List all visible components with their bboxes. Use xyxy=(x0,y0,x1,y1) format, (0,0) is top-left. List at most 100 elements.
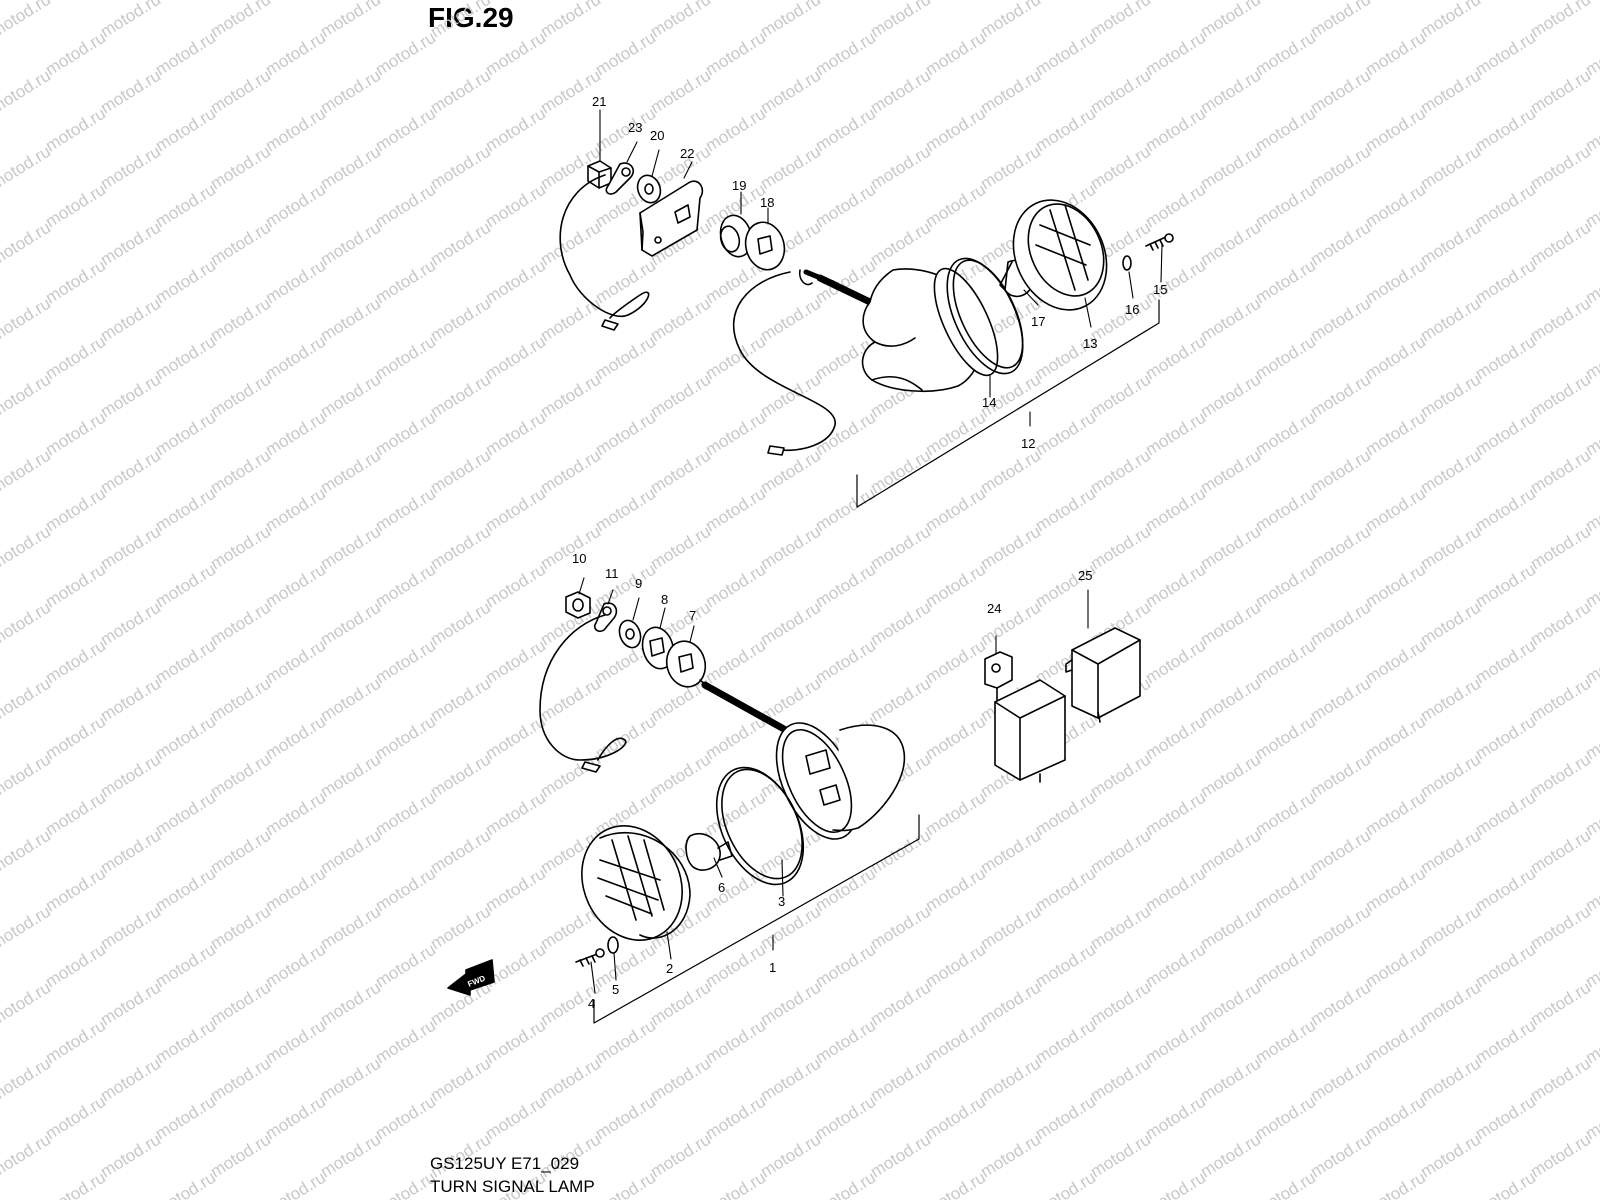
watermark-text: motod.ru xyxy=(1142,1168,1209,1200)
watermark-text: motod.ru xyxy=(1197,1130,1264,1182)
watermark-text: motod.ru xyxy=(812,560,879,612)
watermark-text: motod.ru xyxy=(152,180,219,232)
nut-10 xyxy=(565,591,591,619)
watermark-text: motod.ru xyxy=(482,104,549,156)
relay-25 xyxy=(1065,627,1141,723)
watermark-text: motod.ru xyxy=(1417,826,1484,878)
watermark-text: motod.ru xyxy=(977,978,1044,1030)
watermark-text: motod.ru xyxy=(1362,864,1429,916)
watermark-text: motod.ru xyxy=(262,712,329,764)
watermark-text: motod.ru xyxy=(537,66,604,118)
watermark-text: motod.ru xyxy=(427,0,494,41)
watermark-text: motod.ru xyxy=(647,1130,714,1182)
watermark-text: motod.ru xyxy=(1472,1016,1539,1068)
watermark-text: motod.ru xyxy=(1472,1092,1539,1144)
watermark-text: motod.ru xyxy=(0,978,54,1030)
callout-10: 10 xyxy=(572,551,586,566)
watermark-text: motod.ru xyxy=(1307,446,1374,498)
watermark-text: motod.ru xyxy=(1252,28,1319,80)
watermark-text: motod.ru xyxy=(922,180,989,232)
watermark-text: motod.ru xyxy=(0,1130,54,1182)
watermark-text: motod.ru xyxy=(757,522,824,574)
watermark-text: motod.ru xyxy=(0,674,54,726)
watermark-text: motod.ru xyxy=(702,788,769,840)
watermark-text: motod.ru xyxy=(1362,940,1429,992)
watermark-text: motod.ru xyxy=(42,864,109,916)
watermark-text: motod.ru xyxy=(1307,66,1374,118)
watermark-text: motod.ru xyxy=(592,1092,659,1144)
watermark-text: motod.ru xyxy=(317,446,384,498)
watermark-text: motod.ru xyxy=(372,332,439,384)
watermark-text: motod.ru xyxy=(427,66,494,118)
watermark-text: motod.ru xyxy=(42,408,109,460)
watermark-text: motod.ru xyxy=(702,408,769,460)
watermark-text: motod.ru xyxy=(1032,1016,1099,1068)
watermark-text: motod.ru xyxy=(317,978,384,1030)
watermark-text: motod.ru xyxy=(372,1168,439,1200)
watermark-text: motod.ru xyxy=(1087,446,1154,498)
watermark-text: motod.ru xyxy=(207,370,274,422)
bulb-6 xyxy=(685,832,733,871)
watermark-text: motod.ru xyxy=(1307,674,1374,726)
watermark-text: motod.ru xyxy=(372,788,439,840)
callout-7: 7 xyxy=(689,608,696,623)
watermark-text: motod.ru xyxy=(97,598,164,650)
watermark-text: motod.ru xyxy=(867,674,934,726)
watermark-text: motod.ru xyxy=(1032,28,1099,80)
watermark-text: motod.ru xyxy=(1417,750,1484,802)
watermark-text: motod.ru xyxy=(1142,560,1209,612)
watermark-text: motod.ru xyxy=(372,484,439,536)
watermark-text: motod.ru xyxy=(1197,446,1264,498)
watermark-text: motod.ru xyxy=(867,1054,934,1106)
watermark-text: motod.ru xyxy=(427,902,494,954)
watermark-text: motod.ru xyxy=(1472,788,1539,840)
watermark-text: motod.ru xyxy=(1417,978,1484,1030)
watermark-text: motod.ru xyxy=(757,446,824,498)
watermark-text: motod.ru xyxy=(152,332,219,384)
watermark-text: motod.ru xyxy=(42,1016,109,1068)
watermark-text: motod.ru xyxy=(427,674,494,726)
watermark-text: motod.ru xyxy=(1142,1092,1209,1144)
watermark-text: motod.ru xyxy=(482,484,549,536)
housing-lower xyxy=(699,679,906,840)
watermark-text: motod.ru xyxy=(867,902,934,954)
watermark-text: motod.ru xyxy=(977,902,1044,954)
watermark-text: motod.ru xyxy=(812,1168,879,1200)
wire-upper-left xyxy=(559,174,650,319)
watermark-text: motod.ru xyxy=(207,446,274,498)
watermark-text: motod.ru xyxy=(537,370,604,422)
watermark-text: motod.ru xyxy=(262,408,329,460)
watermark-text: motod.ru xyxy=(482,332,549,384)
watermark-text: motod.ru xyxy=(867,218,934,270)
watermark-text: motod.ru xyxy=(1417,294,1484,346)
watermark-text: motod.ru xyxy=(1417,446,1484,498)
callout-11: 11 xyxy=(605,566,619,581)
watermark-text: motod.ru xyxy=(1087,0,1154,41)
watermark-text: motod.ru xyxy=(97,674,164,726)
watermark-text: motod.ru xyxy=(42,104,109,156)
watermark-text: motod.ru xyxy=(757,826,824,878)
watermark-text: motod.ru xyxy=(1362,712,1429,764)
watermark-text: motod.ru xyxy=(922,484,989,536)
watermark-text: motod.ru xyxy=(1032,864,1099,916)
watermark-text: motod.ru xyxy=(1197,978,1264,1030)
terminal-11 xyxy=(593,602,618,633)
watermark-text: motod.ru xyxy=(207,66,274,118)
watermark-text: motod.ru xyxy=(1197,142,1264,194)
watermark-text: motod.ru xyxy=(207,0,274,41)
watermark-text: motod.ru xyxy=(152,1092,219,1144)
watermark-text: motod.ru xyxy=(1087,826,1154,878)
callout-9: 9 xyxy=(635,576,642,591)
watermark-text: motod.ru xyxy=(1527,1054,1594,1106)
watermark-text: motod.ru xyxy=(1472,1168,1539,1200)
watermark-text: motod.ru xyxy=(42,1092,109,1144)
watermark-text: motod.ru xyxy=(97,446,164,498)
watermark-text: motod.ru xyxy=(427,370,494,422)
washer-9 xyxy=(618,619,642,649)
watermark-text: motod.ru xyxy=(152,1016,219,1068)
watermark-text: motod.ru xyxy=(372,712,439,764)
watermark-text: motod.ru xyxy=(922,1168,989,1200)
watermark-text: motod.ru xyxy=(1032,1092,1099,1144)
watermark-text: motod.ru xyxy=(482,712,549,764)
watermark-text: motod.ru xyxy=(1142,332,1209,384)
